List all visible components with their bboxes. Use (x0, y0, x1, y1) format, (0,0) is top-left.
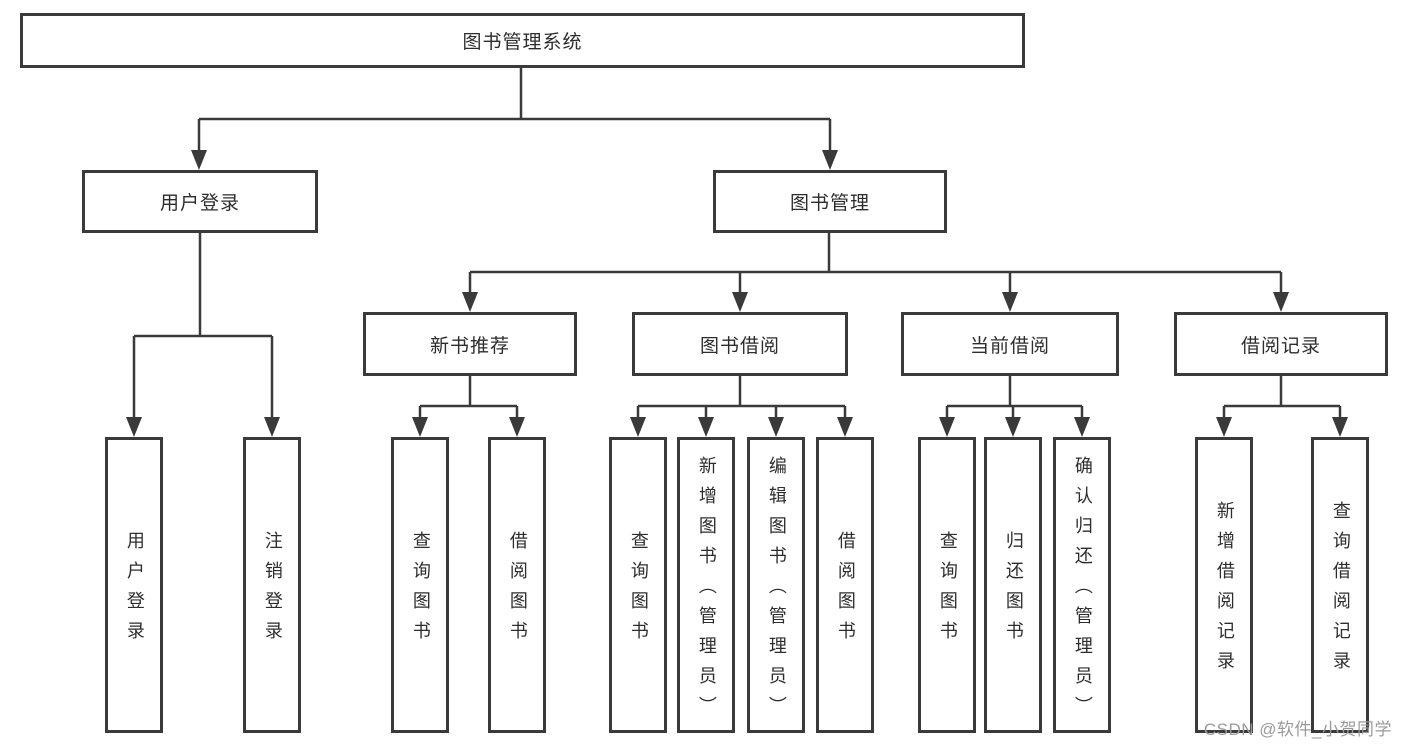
node-book-borrow: 图书借阅 (632, 312, 848, 376)
leaf-logout: 注销登录 (243, 437, 301, 733)
node-current-borrow: 当前借阅 (901, 312, 1119, 376)
leaf-return-books-label: 归还图书 (1003, 531, 1024, 651)
leaf-add-book-admin: 新增图书（管理员） (677, 437, 735, 733)
leaf-edit-book-admin-label: 编辑图书（管理员） (766, 456, 787, 726)
leaf-query-borrow-record: 查询借阅记录 (1311, 437, 1369, 733)
leaf-user-login-label: 用户登录 (124, 531, 145, 651)
node-book-mgmt: 图书管理 (713, 170, 947, 233)
leaf-add-borrow-record-label: 新增借阅记录 (1214, 501, 1235, 681)
leaf-borrow-query-books-label: 查询图书 (628, 531, 649, 651)
node-new-book-recommend-label: 新书推荐 (429, 335, 510, 357)
leaf-add-borrow-record: 新增借阅记录 (1195, 437, 1253, 733)
leaf-recommend-borrow-books: 借阅图书 (488, 437, 546, 733)
leaf-return-books: 归还图书 (984, 437, 1042, 733)
leaf-current-query-books: 查询图书 (918, 437, 976, 733)
node-book-mgmt-label: 图书管理 (789, 193, 870, 214)
leaf-user-login: 用户登录 (105, 437, 163, 733)
watermark: CSDN @软件_小贺同学 (1203, 720, 1392, 739)
leaf-logout-label: 注销登录 (262, 531, 283, 651)
leaf-edit-book-admin: 编辑图书（管理员） (747, 437, 805, 733)
node-new-book-recommend: 新书推荐 (363, 312, 577, 376)
leaf-borrow-books-label: 借阅图书 (835, 531, 856, 651)
node-root: 图书管理系统 (20, 13, 1025, 68)
leaf-recommend-query-books-label: 查询图书 (410, 531, 431, 651)
node-book-borrow-label: 图书借阅 (699, 335, 780, 357)
leaf-confirm-return-admin-label: 确认归还（管理员） (1072, 456, 1093, 726)
node-root-label: 图书管理系统 (462, 32, 583, 53)
node-user-login: 用户登录 (82, 170, 318, 233)
leaf-current-query-books-label: 查询图书 (937, 531, 958, 651)
leaf-borrow-books: 借阅图书 (816, 437, 874, 733)
leaf-borrow-query-books: 查询图书 (609, 437, 667, 733)
node-user-login-label: 用户登录 (159, 193, 240, 214)
leaf-recommend-borrow-books-label: 借阅图书 (507, 531, 528, 651)
node-current-borrow-label: 当前借阅 (969, 335, 1050, 357)
node-borrow-records-label: 借阅记录 (1240, 335, 1321, 357)
leaf-recommend-query-books: 查询图书 (391, 437, 449, 733)
leaf-query-borrow-record-label: 查询借阅记录 (1330, 501, 1351, 681)
leaf-add-book-admin-label: 新增图书（管理员） (696, 456, 717, 726)
leaf-confirm-return-admin: 确认归还（管理员） (1053, 437, 1111, 733)
node-borrow-records: 借阅记录 (1174, 312, 1388, 376)
